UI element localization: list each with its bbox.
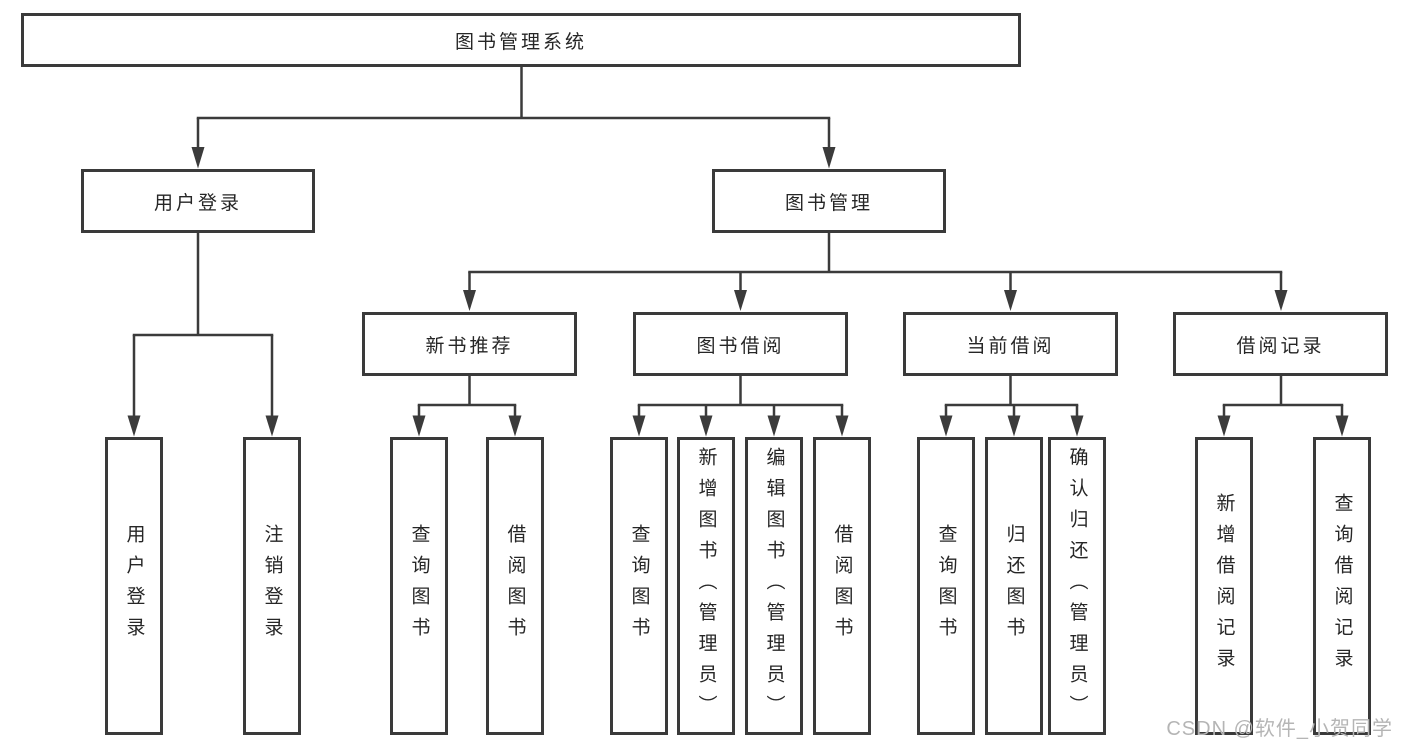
node-current-borrowing: 当前借阅 [903, 312, 1118, 376]
leaf-label: 新增借阅记录 [1213, 493, 1235, 679]
leaf-query-borrow-record: 查询借阅记录 [1313, 437, 1371, 735]
node-label: 图书管理 [784, 192, 873, 214]
leaf-label: 查询借阅记录 [1331, 493, 1353, 679]
leaf-label: 注销登录 [261, 524, 283, 648]
leaf-return-books: 归还图书 [985, 437, 1043, 735]
leaf-label: 归还图书 [1003, 524, 1025, 648]
node-label: 图书管理系统 [454, 31, 587, 53]
leaf-confirm-return-admin: 确认归还（管理员） [1048, 437, 1106, 735]
leaf-label: 借阅图书 [831, 524, 853, 648]
node-label: 借阅记录 [1236, 335, 1325, 357]
node-new-book-recommend: 新书推荐 [362, 312, 577, 376]
leaf-add-borrow-record: 新增借阅记录 [1195, 437, 1253, 735]
node-library-management-system: 图书管理系统 [21, 13, 1021, 67]
leaf-label: 编辑图书（管理员） [763, 446, 785, 726]
leaf-add-books-admin: 新增图书（管理员） [677, 437, 735, 735]
leaf-label: 查询图书 [935, 524, 957, 648]
node-label: 新书推荐 [425, 335, 514, 357]
leaf-user-login: 用户登录 [105, 437, 163, 735]
node-book-management: 图书管理 [712, 169, 946, 233]
leaf-borrow-books-recommend: 借阅图书 [486, 437, 544, 735]
node-label: 当前借阅 [966, 335, 1055, 357]
leaf-query-books-recommend: 查询图书 [390, 437, 448, 735]
leaf-logout: 注销登录 [243, 437, 301, 735]
leaf-query-books-borrow: 查询图书 [610, 437, 668, 735]
leaf-borrow-books-borrow: 借阅图书 [813, 437, 871, 735]
leaf-label: 借阅图书 [504, 524, 526, 648]
leaf-label: 新增图书（管理员） [695, 446, 717, 726]
node-label: 图书借阅 [696, 335, 785, 357]
leaf-label: 查询图书 [628, 524, 650, 648]
leaf-query-books-current: 查询图书 [917, 437, 975, 735]
node-label: 用户登录 [153, 192, 242, 214]
leaf-label: 用户登录 [123, 524, 145, 648]
node-borrowing-records: 借阅记录 [1173, 312, 1388, 376]
leaf-label: 查询图书 [408, 524, 430, 648]
csdn-watermark: CSDN @软件_小贺同学 [1166, 718, 1393, 740]
node-user-login: 用户登录 [81, 169, 315, 233]
leaf-label: 确认归还（管理员） [1066, 446, 1088, 726]
node-book-borrowing: 图书借阅 [633, 312, 848, 376]
leaf-edit-books-admin: 编辑图书（管理员） [745, 437, 803, 735]
